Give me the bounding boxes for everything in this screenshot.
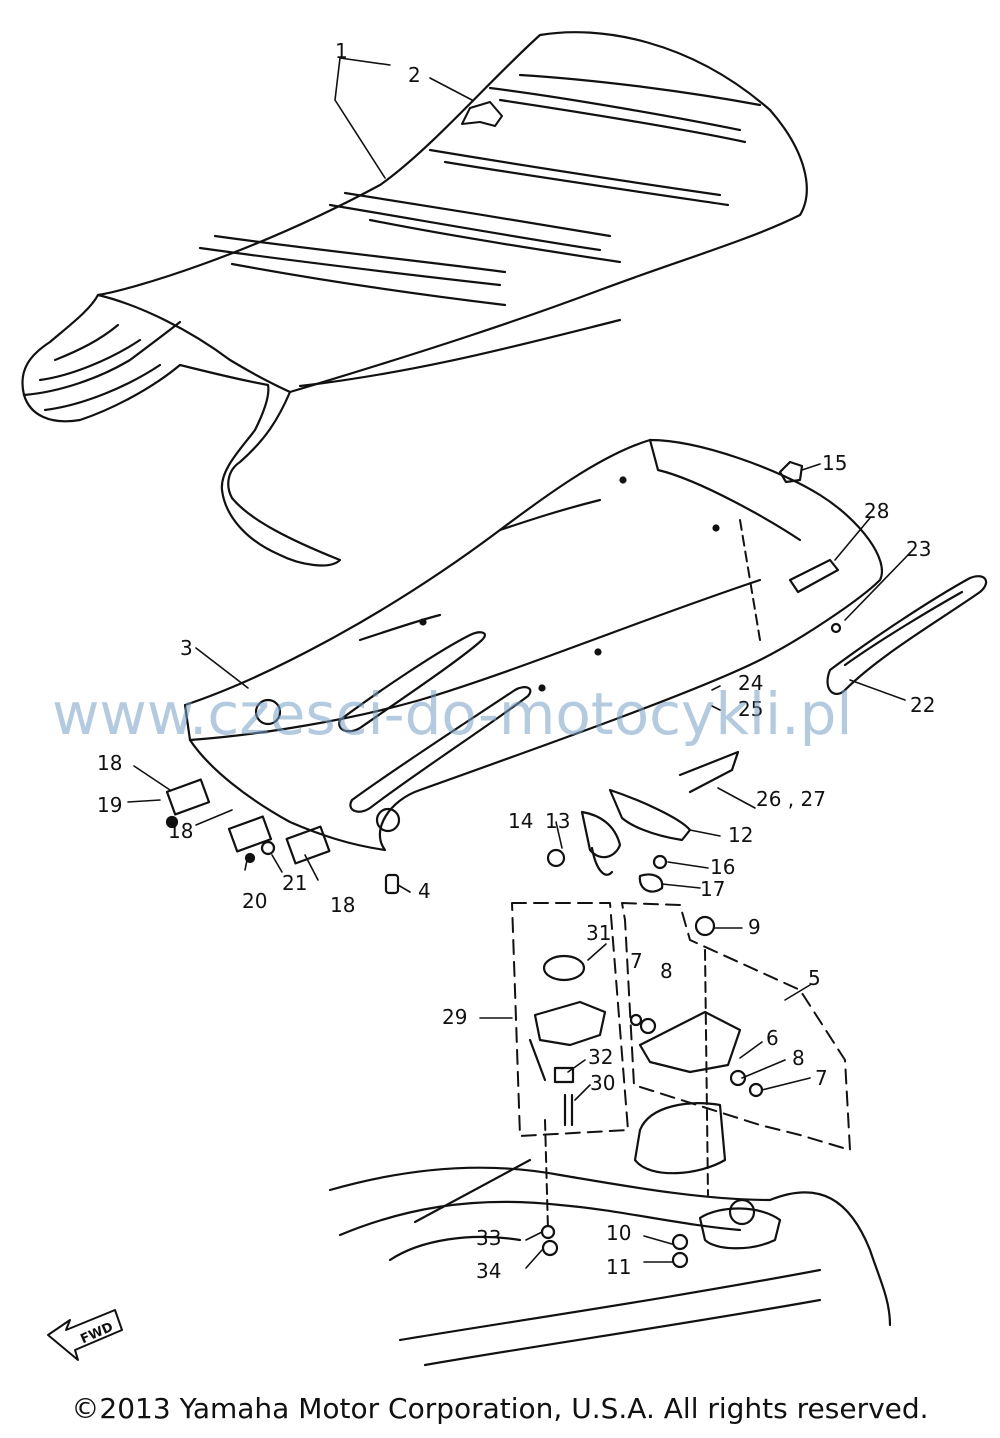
label-30: 30	[590, 1071, 615, 1095]
label-19: 19	[97, 793, 122, 817]
label-16: 16	[710, 855, 735, 879]
side-rail	[826, 575, 988, 695]
label-34: 34	[476, 1259, 501, 1283]
label-23: 23	[906, 537, 931, 561]
label-7a: 7	[630, 949, 643, 973]
label-14: 14	[508, 809, 533, 833]
frame-body	[328, 1102, 892, 1367]
label-8b: 8	[792, 1046, 805, 1070]
leader-lines	[544, 519, 761, 1231]
label-13: 13	[545, 809, 570, 833]
label-18c: 18	[330, 893, 355, 917]
label-32: 32	[588, 1045, 613, 1069]
callout-leaders	[127, 57, 909, 1269]
label-6: 6	[766, 1026, 779, 1050]
label-24: 24	[738, 671, 763, 695]
label-22: 22	[910, 693, 935, 717]
fwd-label: FWD	[78, 1320, 115, 1348]
plate-28	[788, 558, 840, 594]
label-11: 11	[606, 1255, 631, 1279]
label-15: 15	[822, 451, 847, 475]
label-28: 28	[864, 499, 889, 523]
label-18a: 18	[97, 751, 122, 775]
copyright-text: ©2013 Yamaha Motor Corporation, U.S.A. A…	[71, 1392, 929, 1425]
label-4: 4	[418, 879, 431, 903]
label-17: 17	[700, 877, 725, 901]
seat-cushion	[21, 31, 808, 567]
label-21: 21	[282, 871, 307, 895]
label-2: 2	[408, 63, 421, 87]
clip-15	[778, 460, 804, 484]
watermark-text: www.czesci-do-motocykli.pl	[52, 680, 853, 748]
seat-latch	[546, 750, 740, 893]
label-8a: 8	[660, 959, 673, 983]
label-5: 5	[808, 966, 821, 990]
label-31: 31	[586, 921, 611, 945]
label-18b: 18	[168, 819, 193, 843]
label-1: 1	[335, 39, 348, 63]
seat-base	[183, 438, 883, 852]
label-3: 3	[180, 636, 193, 660]
bolt-4	[384, 873, 400, 895]
label-12: 12	[728, 823, 753, 847]
forward-arrow-icon: FWD	[47, 1309, 123, 1361]
bracket-18	[165, 778, 331, 865]
group-boxes	[511, 902, 851, 1151]
latch-assembly-29	[528, 954, 607, 1127]
label-9: 9	[748, 915, 761, 939]
label-25: 25	[738, 697, 763, 721]
label-7b: 7	[815, 1066, 828, 1090]
label-26-27: 26 , 27	[756, 787, 826, 811]
label-10: 10	[606, 1221, 631, 1245]
label-33: 33	[476, 1226, 501, 1250]
label-29: 29	[442, 1005, 467, 1029]
label-20: 20	[242, 889, 267, 913]
